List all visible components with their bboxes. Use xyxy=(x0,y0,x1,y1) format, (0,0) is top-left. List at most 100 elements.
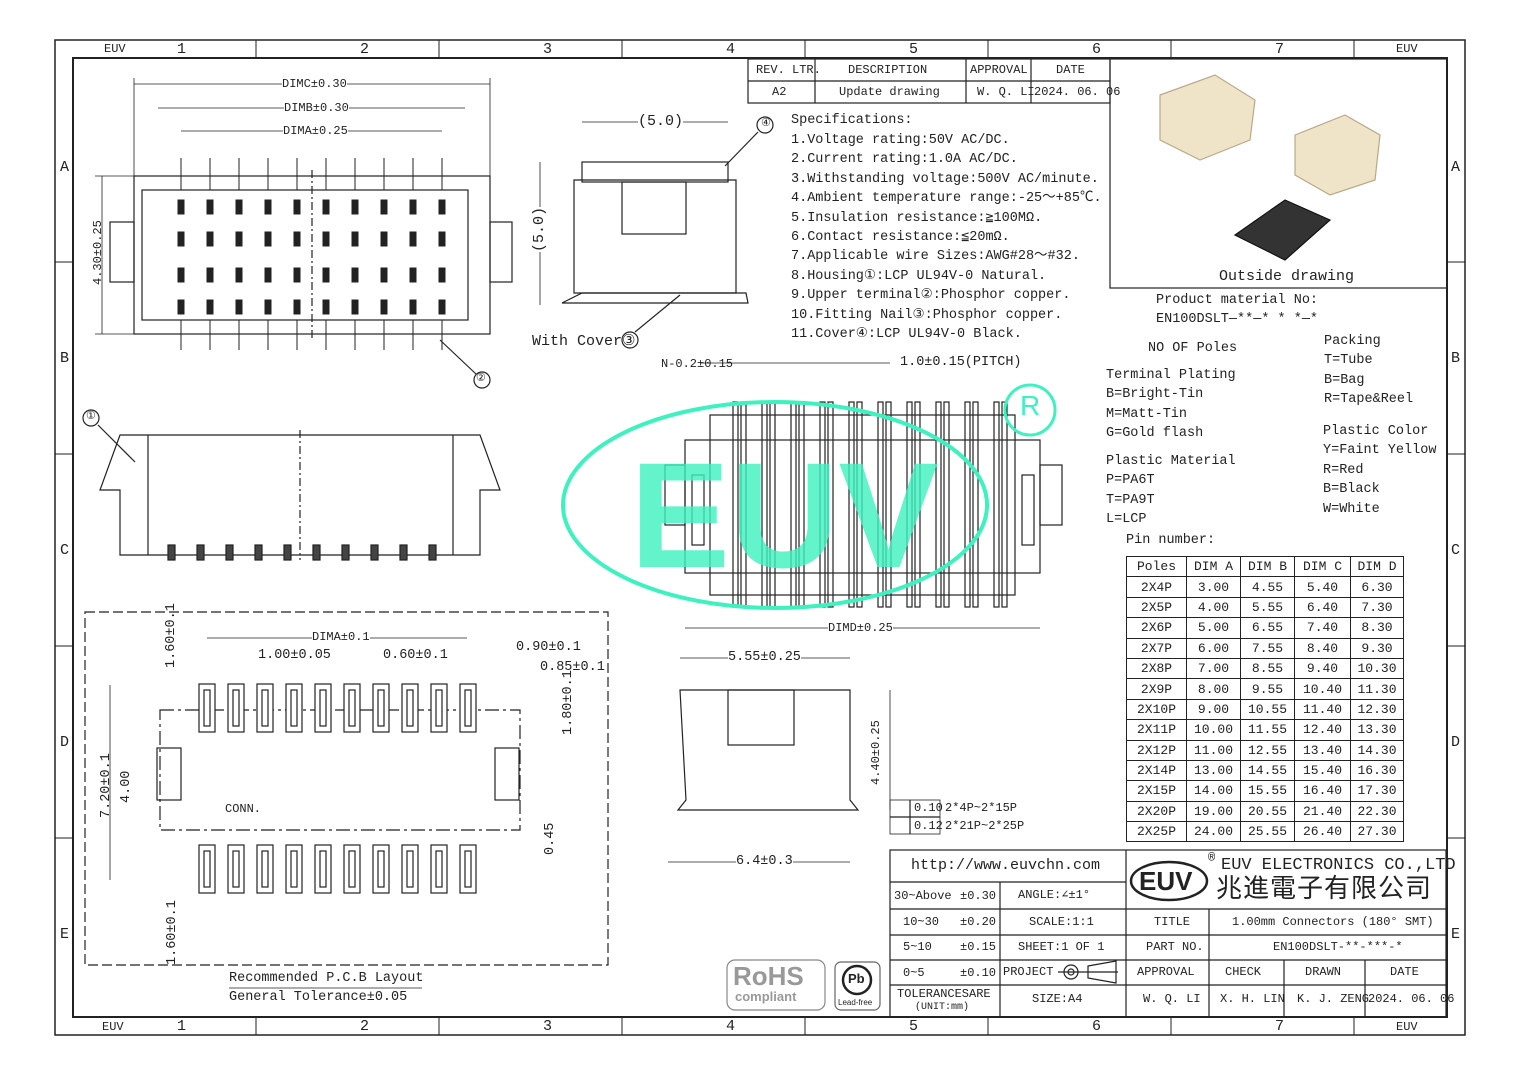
zone-label-bottom: 4 xyxy=(726,1018,736,1035)
company-name-en: EUV ELECTRONICS CO.,LTD xyxy=(1221,856,1456,875)
table-cell: 11.55 xyxy=(1240,719,1295,741)
table-cell: 9.40 xyxy=(1294,657,1351,680)
brand-bl: EUV xyxy=(102,1020,124,1034)
dim-b: DIMB±0.30 xyxy=(284,101,349,115)
pb-icon: Pb xyxy=(848,971,865,986)
drawn-label: DRAWN xyxy=(1305,965,1342,979)
terminal xyxy=(935,401,942,608)
contact xyxy=(177,299,185,315)
pcb-pad-inner xyxy=(232,850,240,888)
table-cell: 27.30 xyxy=(1350,821,1404,843)
table-cell: 2X15P xyxy=(1126,780,1187,802)
contact xyxy=(322,267,330,283)
pcb-dima: DIMA±0.1 xyxy=(312,630,370,644)
terminal xyxy=(906,401,913,608)
contact xyxy=(351,231,359,247)
revision-header: APPROVAL xyxy=(970,63,1028,77)
table-cell: 20.55 xyxy=(1240,800,1295,823)
revision-cell: W. Q. LI xyxy=(977,85,1035,99)
table-cell: 16.30 xyxy=(1350,759,1404,782)
terminal-foot xyxy=(341,544,350,561)
revision-header: DATE xyxy=(1056,63,1085,77)
spec-item: 6.Contact resistance:≦20mΩ. xyxy=(791,230,1010,245)
table-cell: 10.30 xyxy=(1350,657,1404,680)
contact xyxy=(409,299,417,315)
pcb-pad xyxy=(459,683,477,733)
pcb-045: 0.45 xyxy=(543,822,558,855)
contact xyxy=(322,231,330,247)
pcb-pad xyxy=(343,683,361,733)
tolerance-value: ±0.15 xyxy=(960,940,997,954)
material-option: Y=Faint Yellow xyxy=(1323,443,1437,459)
flatness-2: 0.12 xyxy=(914,819,943,833)
table-cell: 6.00 xyxy=(1186,637,1241,659)
zone-label-right: E xyxy=(1451,926,1461,943)
spec-item: 7.Applicable wire Sizes:AWG#28～#32. xyxy=(791,249,1080,265)
table-cell: 12.30 xyxy=(1350,698,1404,721)
zone-label-left: C xyxy=(60,542,70,559)
terminal-foot xyxy=(283,544,292,561)
table-cell: DIM B xyxy=(1240,555,1295,578)
material-option: T=PA9T xyxy=(1106,492,1155,508)
pin-number-label: Pin number: xyxy=(1126,533,1216,548)
pcb-pad-inner xyxy=(261,689,269,727)
terminal-foot xyxy=(312,544,321,561)
pcb-pad xyxy=(314,683,332,733)
zone-label-top: 1 xyxy=(177,41,187,58)
contact xyxy=(409,267,417,283)
terminal xyxy=(964,401,971,608)
zone-label-top: 7 xyxy=(1275,41,1285,58)
material-code: EN100DSLT—**—* * *—* xyxy=(1156,312,1319,327)
pcb-pad-inner xyxy=(464,689,472,727)
pcb-pad-inner xyxy=(464,850,472,888)
angle: ANGLE:∠±1° xyxy=(1018,888,1091,902)
company-url[interactable]: http://www.euvchn.com xyxy=(911,857,1101,874)
contact xyxy=(322,299,330,315)
zone-label-left: D xyxy=(60,734,70,751)
table-cell: 8.40 xyxy=(1294,637,1351,659)
contact xyxy=(235,199,243,215)
table-cell: 14.55 xyxy=(1240,759,1295,782)
table-cell: 6.40 xyxy=(1294,596,1351,619)
terminal-foot xyxy=(370,544,379,561)
table-cell: 10.40 xyxy=(1294,678,1351,700)
contact xyxy=(351,267,359,283)
registered-mark: ® xyxy=(1208,851,1216,865)
table-cell: 12.55 xyxy=(1240,739,1295,761)
company-name-cn: 兆進電子有限公司 xyxy=(1216,874,1433,904)
pcb-090: 0.90±0.1 xyxy=(516,640,581,655)
table-cell: 22.30 xyxy=(1350,800,1404,823)
zone-label-left: B xyxy=(60,350,70,367)
contact xyxy=(293,267,301,283)
revision-cell: 2024. 06. 06 xyxy=(1034,85,1121,99)
pcb-pad xyxy=(314,844,332,894)
pcb-pad xyxy=(401,683,419,733)
with-cover-label: With Cover③ xyxy=(532,333,636,350)
zone-label-bottom: 2 xyxy=(360,1018,370,1035)
material-option: B=Bright-Tin xyxy=(1106,387,1204,403)
pcb-pad xyxy=(343,844,361,894)
contact xyxy=(380,267,388,283)
pcb-pad xyxy=(227,844,245,894)
date-value: 2024. 06. 06 xyxy=(1368,992,1455,1006)
pcb-pad xyxy=(256,844,274,894)
pcb-pad-inner xyxy=(232,689,240,727)
terminal-foot xyxy=(399,544,408,561)
zone-label-bottom: 3 xyxy=(543,1018,553,1035)
terminal xyxy=(856,401,863,608)
revision-cell: A2 xyxy=(772,85,787,99)
tolerance-value: ±0.30 xyxy=(960,889,997,903)
contact xyxy=(264,199,272,215)
brand-tl: EUV xyxy=(104,42,126,56)
pcb-pad-inner xyxy=(290,689,298,727)
pcb-pad xyxy=(430,683,448,733)
table-cell: 2X5P xyxy=(1126,596,1187,619)
table-cell: 7.00 xyxy=(1186,657,1241,680)
size: SIZE:A4 xyxy=(1032,992,1083,1006)
part-label: PART NO. xyxy=(1146,940,1204,954)
pcb-085: 0.85±0.1 xyxy=(540,660,605,675)
sheet: SHEET:1 OF 1 xyxy=(1018,940,1105,954)
pcb-pad-inner xyxy=(203,689,211,727)
